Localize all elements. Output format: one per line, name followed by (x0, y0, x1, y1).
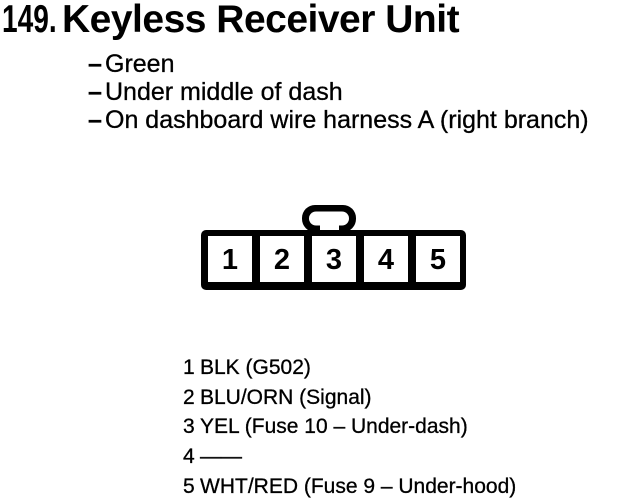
detail-list: – Green – Under middle of dash – On dash… (88, 50, 589, 134)
connector-cavity-5 (416, 236, 460, 282)
pin-row: 5 WHT/RED (Fuse 9 – Under-hood) (183, 472, 517, 502)
detail-item: – Under middle of dash (88, 78, 589, 106)
connector-cavity-1 (208, 236, 252, 282)
connector-cavity-3 (312, 236, 356, 282)
pin-description: WHT/RED (Fuse 9 – Under-hood) (200, 474, 517, 498)
cavity-number: 2 (274, 244, 290, 276)
connector-lock-tab-icon (302, 205, 356, 232)
section-title: Keyless Receiver Unit (62, 0, 460, 41)
pin-number: 5 (183, 474, 195, 498)
pin-row: 1 BLK (G502) (183, 353, 516, 383)
connector-cavity-4 (364, 236, 408, 282)
pin-number: 2 (183, 385, 195, 409)
pin-row: 3 YEL (Fuse 10 – Under-dash) (183, 412, 516, 442)
pin-row: 2 BLU/ORN (Signal) (183, 383, 516, 413)
pin-description: BLU/ORN (Signal) (200, 385, 372, 409)
pin-description: YEL (Fuse 10 – Under-dash) (200, 415, 468, 439)
dash-bullet: – (88, 78, 102, 106)
detail-item: – Green (88, 50, 589, 78)
detail-text: Under middle of dash (105, 78, 343, 106)
pin-number: 3 (183, 415, 195, 439)
detail-item: – On dashboard wire harness A (right bra… (88, 106, 589, 134)
pin-description: BLK (G502) (200, 356, 311, 379)
cavity-number: 3 (326, 244, 342, 276)
pin-row: 4 —— (183, 442, 516, 472)
dash-bullet: – (88, 50, 102, 78)
pin-description: —— (200, 445, 242, 469)
section-number: 149. (2, 0, 57, 41)
detail-text: On dashboard wire harness A (right branc… (105, 106, 589, 134)
pin-number: 1 (183, 356, 195, 379)
connector-cavity-2 (260, 236, 304, 282)
cavity-number: 1 (222, 244, 238, 276)
dash-bullet: – (88, 106, 102, 134)
cavity-number: 4 (378, 244, 394, 276)
connector-diagram: 1 2 3 4 5 (201, 205, 466, 290)
detail-text: Green (105, 50, 175, 78)
cavity-number: 5 (430, 244, 446, 276)
pin-list: 1 BLK (G502) 2 BLU/ORN (Signal) 3 YEL (F… (183, 353, 517, 502)
pin-number: 4 (183, 445, 195, 469)
